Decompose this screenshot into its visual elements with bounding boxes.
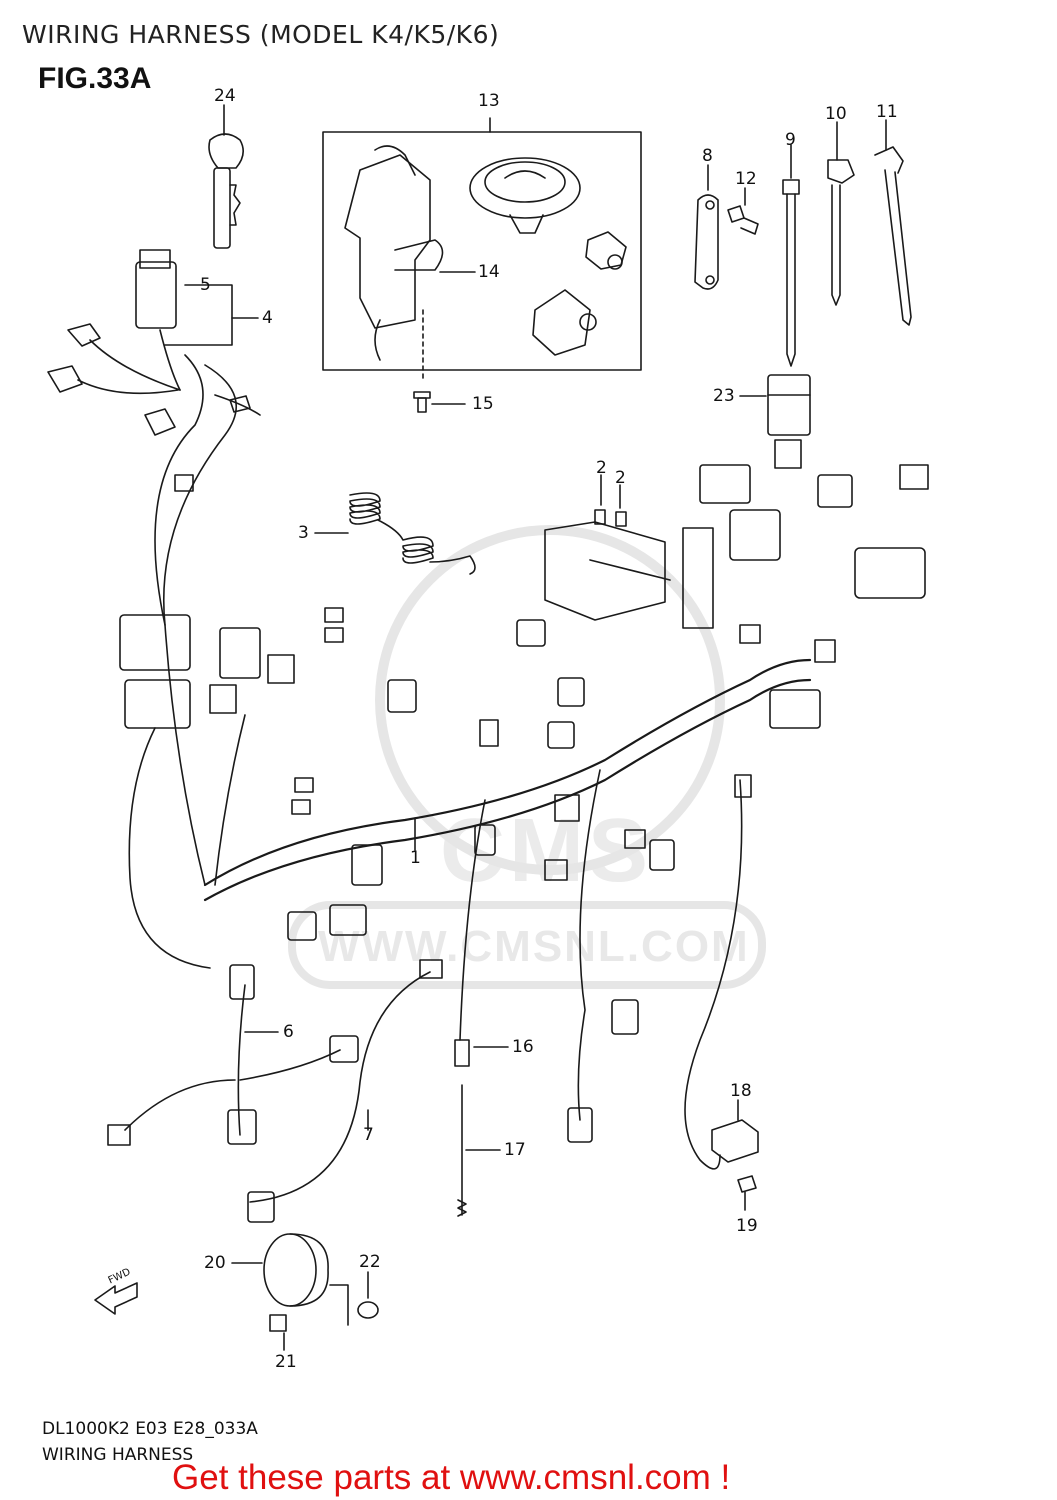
ignition-switch-set-box [322, 131, 642, 371]
bolt-21 [269, 1314, 287, 1332]
callout-16: 16 [512, 1037, 534, 1057]
lock-cylinder-part [585, 231, 627, 270]
watermark-circle [375, 525, 725, 875]
callout-6: 6 [283, 1022, 294, 1042]
screw-15 [413, 391, 431, 413]
horn-part [263, 1233, 329, 1307]
relay-part [767, 374, 811, 436]
callout-3: 3 [298, 523, 309, 543]
callout-18: 18 [730, 1081, 752, 1101]
callout-8: 8 [702, 146, 713, 166]
fuel-cap-lock-part [469, 157, 581, 234]
callout-19: 19 [736, 1216, 758, 1236]
callout-7: 7 [363, 1125, 374, 1145]
callout-22: 22 [359, 1252, 381, 1272]
watermark-bar [288, 901, 766, 989]
side-stand-switch [711, 1119, 759, 1163]
cable-clamp-10 [827, 159, 855, 306]
callout-2a: 2 [596, 458, 607, 478]
callout-24: 24 [214, 86, 236, 106]
callout-2b: 2 [615, 468, 626, 488]
callout-1: 1 [410, 848, 421, 868]
diagram-code: DL1000K2 E03 E28_033A [42, 1419, 258, 1439]
callout-10: 10 [825, 104, 847, 124]
watermark-site: WWW.CMSNL.COM [318, 922, 750, 971]
callout-4: 4 [262, 308, 273, 328]
callout-23: 23 [713, 386, 735, 406]
diagram-title: WIRING HARNESS (MODEL K4/K5/K6) [22, 20, 500, 49]
cable-tie-11 [874, 146, 912, 326]
fuse-box [544, 521, 714, 629]
callout-11: 11 [876, 102, 898, 122]
callout-14: 14 [478, 262, 500, 282]
nut-22 [357, 1301, 379, 1319]
callout-15: 15 [472, 394, 494, 414]
callout-17: 17 [504, 1140, 526, 1160]
battery-lead-spring [349, 492, 476, 575]
seat-lock-part [532, 289, 597, 356]
diagram-name: WIRING HARNESS [42, 1445, 194, 1465]
callout-5: 5 [200, 275, 211, 295]
bolt-part-12 [727, 205, 759, 235]
connector-5 [135, 261, 177, 329]
ignition-switch-part [344, 145, 444, 361]
callout-12: 12 [735, 169, 757, 189]
promo-banner-link[interactable]: Get these parts at www.cmsnl.com ! [172, 1458, 731, 1497]
figure-number: FIG.33A [38, 62, 152, 95]
callout-13: 13 [478, 91, 500, 111]
bracket-part [694, 194, 719, 290]
fwd-arrow-icon [94, 1282, 138, 1315]
callout-20: 20 [204, 1253, 226, 1273]
key-part [208, 133, 244, 249]
cable-tie-9 [782, 179, 800, 367]
callout-21: 21 [275, 1352, 297, 1372]
callout-9: 9 [785, 130, 796, 150]
multi-pin-connectors-left [119, 614, 295, 729]
